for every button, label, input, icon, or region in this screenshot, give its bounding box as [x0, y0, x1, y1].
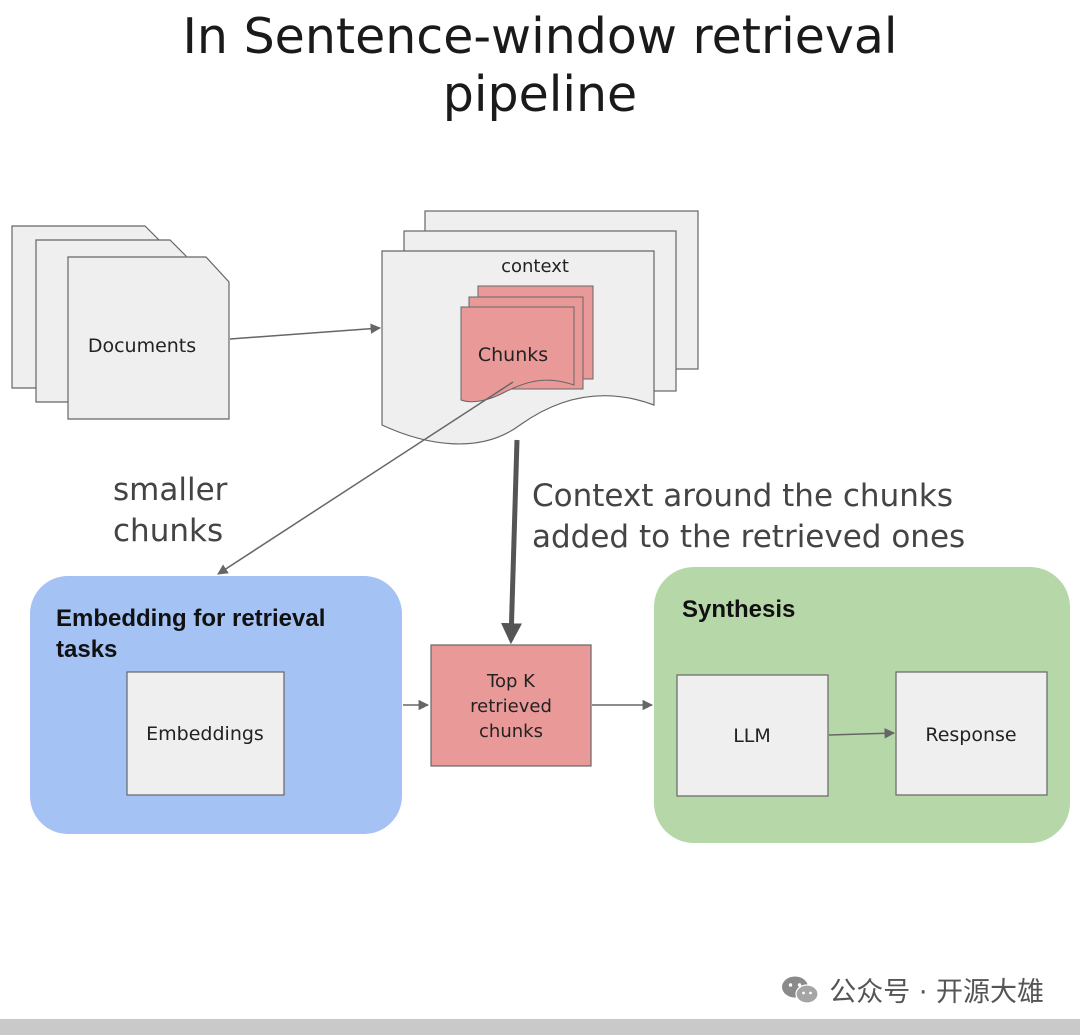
context-label: context	[501, 256, 569, 277]
context-note-line2: added to the retrieved ones	[532, 519, 965, 555]
embeddings-box	[126, 671, 285, 796]
bottom-bar	[0, 1019, 1080, 1035]
smaller-chunks-label-line2: chunks	[113, 513, 223, 549]
llm-box	[676, 674, 829, 797]
watermark: 公众号 · 开源大雄	[781, 970, 1044, 1009]
embeddings-label: Embeddings	[146, 723, 264, 745]
arrow-chunks-to-embedding	[217, 381, 514, 575]
synthesis-group: Synthesis LLM Response	[654, 567, 1070, 843]
page-title: In Sentence-window retrieval pipeline	[0, 8, 1080, 124]
synthesis-group-title: Synthesis	[682, 596, 795, 623]
topk-label-line3: chunks	[479, 721, 543, 742]
watermark-text: 公众号 · 开源大雄	[829, 977, 1044, 1008]
embedding-group-title-line2: tasks	[56, 636, 117, 663]
embedding-group: Embedding for retrieval tasks Embeddings	[30, 576, 402, 834]
llm-label: LLM	[733, 725, 771, 747]
topk-box: Top K retrieved chunks	[430, 644, 592, 767]
documents-stack: Documents	[11, 225, 230, 420]
title-line-1: In Sentence-window retrieval	[182, 8, 898, 65]
chunks-stack: Chunks	[460, 285, 594, 403]
topk-label-line1: Top K	[486, 671, 536, 692]
context-note-line1: Context around the chunks	[532, 478, 953, 514]
title-line-2: pipeline	[442, 66, 638, 123]
wechat-icon	[782, 976, 819, 1004]
response-label: Response	[925, 724, 1016, 746]
arrow-context-to-topk	[501, 439, 522, 645]
embedding-group-title-line1: Embedding for retrieval	[56, 605, 325, 632]
chunks-label: Chunks	[478, 344, 548, 366]
arrow-llm-to-response	[828, 728, 896, 739]
response-box	[895, 671, 1048, 796]
topk-label-line2: retrieved	[470, 696, 552, 717]
document-page	[67, 256, 230, 420]
smaller-chunks-label-line1: smaller	[113, 472, 228, 508]
documents-label: Documents	[88, 335, 196, 357]
chunk-page	[460, 306, 575, 403]
arrow-documents-to-context	[229, 323, 382, 340]
